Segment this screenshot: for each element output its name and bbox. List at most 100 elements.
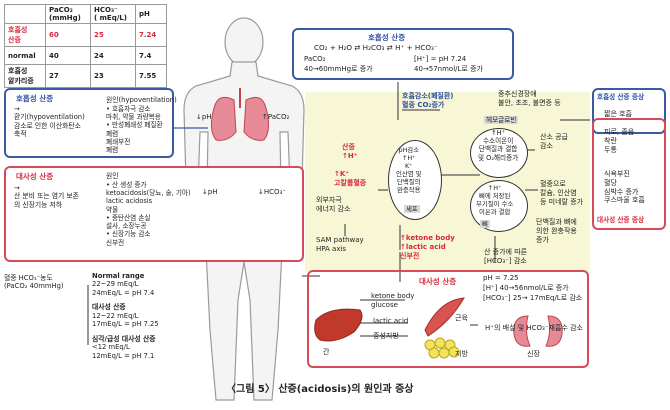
list-item: • 신장기능 감소 — [106, 230, 151, 239]
meta-symptom-box: 피로, 졸음 착란 두통 식욕부진 혈당 심박수 증가 쿠스마울 호흡 대사성 … — [592, 118, 666, 230]
table-cell: 27 — [45, 64, 91, 88]
hco3-range-list: Normal range 22~29 mEq/L 24mEq/L = pH 7.… — [92, 272, 159, 360]
list-item: lactic acidosis — [106, 197, 153, 206]
lung-ph-label: ↓pH — [196, 113, 212, 121]
list-item: • 중탄산염 손실 — [106, 213, 151, 222]
lung-paco2-label: ↑PaCO₂ — [262, 113, 290, 121]
common-symptom-list: 피로, 졸음 착란 두통 — [604, 128, 634, 154]
resp-cause-title: 원인(hypoventilation) — [106, 96, 177, 104]
list-item: • 산 생성 증가 — [106, 181, 147, 189]
range-line: 24mEq/L = pH 7.4 — [92, 288, 155, 297]
cell-badge: 세포 — [404, 205, 420, 213]
list-item: • 만성폐쇄성 폐질환 — [106, 121, 163, 130]
acidosis-label: 산증 ↑H⁺ — [342, 143, 358, 160]
protein-buffer: 단백질과 뼈에 의한 완충작용 증가 — [536, 218, 577, 244]
bicarbonate-decrease: 산 증가에 따른 [HCO₃⁻] 감소 — [484, 248, 528, 265]
bone-badge: 뼈 — [480, 220, 490, 228]
meta-fat: 중성지방 — [373, 332, 399, 340]
range-line: 12~22 mEq/L — [92, 311, 139, 320]
meta-box-title: 대사성 산증 — [16, 172, 54, 181]
mineral-increase: 혈중으로 칼슘, 인산염 등 미네랄 증가 — [540, 180, 584, 206]
list-item: 폐쇄부전 — [106, 137, 131, 146]
kidney-hco3-label: ↓HCO₃⁻ — [258, 188, 287, 196]
table-header-hco3: HCO₃⁻ ( mEq/L) — [90, 4, 136, 24]
cell-circle-text: pH감소 ↑H⁺ K⁺ 인산염 및 단백질의 완충작용 — [396, 146, 422, 194]
table-cell: 23 — [90, 64, 136, 88]
resp-box-title: 호흡성 산증 — [16, 94, 54, 103]
table-cell: 7.4 — [135, 46, 167, 65]
meta-ph: pH = 7.25 — [483, 274, 519, 282]
equation-box: 호흡성 산증 CO₂ + H₂O ⇄ H₂CO₃ ⇄ H⁺ + HCO₃⁻ Pa… — [292, 28, 514, 80]
ketone-lactic-label: ↑ketone body ↑lactic acid 신부전 — [400, 234, 455, 260]
list-item: 쿠스마울 호흡 — [604, 196, 645, 205]
list-item: 마취, 약물 과량복용 — [106, 113, 161, 122]
hemoglobin-cell-text: ↑H⁺ 수소이온이 단백질과 결합 및 O₂해리증가 — [478, 129, 519, 162]
meta-h: [H⁺] 40→56nmol/L로 증가 — [483, 284, 569, 292]
list-item: 폐렴 — [106, 146, 119, 155]
resp-cause-list: • 호흡자극 감소 마취, 약물 과량복용 • 만성폐쇄성 폐질환 폐렴 폐쇄부… — [106, 105, 163, 154]
table-cell: 40 — [45, 46, 91, 65]
list-item: ketoacidosis(당뇨, 술, 기아) — [106, 189, 191, 198]
bone-circle — [470, 180, 528, 232]
meta-acidosis-cause-box: 대사성 산증 → 산 분비 또는 염기 보존 의 신장기능 저하 원인 • 산 … — [4, 166, 304, 262]
figure-caption: 〈그림 5〉 산증(acidosis)의 원인과 증상 — [226, 384, 414, 395]
cns-symptoms: 중추신경장애 불안, 초조, 불면증 등 — [498, 90, 561, 107]
table-header-ph: pH — [135, 4, 167, 24]
list-item: 심박수 증가 — [604, 187, 639, 196]
meta-box-description: → 산 분비 또는 염기 보존 의 신장기능 저하 — [14, 184, 79, 209]
table-cell: 60 — [45, 23, 91, 47]
table-header-paco2: PaCO₂ (mmHg) — [45, 4, 91, 24]
equation-paco2-range: 40→60mmHg로 증가 — [304, 65, 373, 73]
kidney-label: 신장 — [527, 350, 540, 358]
meta-symptom-title: 대사성 산증 증상 — [597, 216, 645, 224]
equation-h-line: [H⁺] = pH 7.24 — [414, 55, 467, 63]
fat-label: 지방 — [455, 350, 468, 358]
range-line: 17mEq/L = pH 7.25 — [92, 320, 159, 329]
meta-hco3: [HCO₃⁻] 25→ 17mEq/L로 감소 — [483, 294, 583, 302]
table-header-empty — [4, 4, 46, 24]
liver-icon — [314, 308, 363, 342]
muscle-label: 근육 — [455, 314, 468, 322]
resp-symptom-box: 호흡성 산증 증상 짧은 호흡 — [592, 88, 666, 134]
meta-cause-title: 원인 — [106, 172, 119, 180]
list-item: 착란 — [604, 136, 617, 145]
range-line: 12mEq/L = pH 7.1 — [92, 351, 155, 360]
equation-box-title: 호흡성 산증 — [368, 33, 406, 42]
bone-badge-text: 뼈 — [480, 220, 490, 228]
hco3-range-label: 혈중 HCO₃⁻농도 (PaCO₂ 40mmHg) — [4, 274, 64, 291]
range-title: 대사성 산증 — [92, 303, 126, 312]
ph-table: PaCO₂ (mmHg) HCO₃⁻ ( mEq/L) pH 호흡성 산증 60… — [4, 4, 167, 88]
hyperkalemia-label: ↑K⁺ 고칼륨혈증 — [334, 170, 367, 187]
cell-badge-text: 세포 — [404, 205, 420, 213]
table-cell: 7.55 — [135, 64, 167, 88]
meta-cause-list: • 산 생성 증가 ketoacidosis(당뇨, 술, 기아) lactic… — [106, 181, 191, 247]
meta-lactic: lactic acid — [373, 317, 409, 325]
list-item: 피로, 졸음 — [604, 128, 635, 136]
list-item: 혈당 — [604, 178, 617, 187]
table-row-label: 호흡성 산증 — [4, 23, 46, 47]
range-title: 심각/급성 대사성 산증 — [92, 334, 156, 343]
table-row-label: normal — [4, 46, 46, 65]
resp-symptom-sub: 짧은 호흡 — [604, 110, 632, 118]
meta-ketone: ketone body glucose — [371, 292, 415, 309]
table-cell: 24 — [90, 46, 136, 65]
hemoglobin-cell — [470, 128, 528, 178]
list-item: • 호흡자극 감소 — [106, 105, 151, 113]
muscle-icon — [424, 297, 465, 337]
list-item: 식욕부진 — [604, 170, 630, 178]
table-row-label: 호흡성 알카리증 — [4, 64, 46, 88]
equation-h-range: 40→57nmol/L로 증가 — [414, 65, 483, 73]
liver-label: 간 — [323, 348, 330, 356]
range-line: <12 mEq/L — [92, 343, 130, 352]
equation: CO₂ + H₂O ⇄ H₂CO₃ ⇄ H⁺ + HCO₃⁻ — [314, 43, 438, 52]
kidney-ph-label: ↓pH — [202, 188, 218, 196]
list-item: 폐렴 — [106, 129, 119, 138]
resp-comp-1: 호흡감소(폐질환) — [402, 92, 454, 100]
fat-icon — [424, 337, 460, 359]
resp-comp-2: 혈중 CO₂증가 — [402, 101, 445, 109]
kidney-bottom-icon — [513, 315, 563, 347]
stress-label: 외부자극 에너지 감소 — [316, 196, 351, 213]
bone-circle-text: ↑H⁺ 뼈에 저장된 무기질이 수소 이온과 결합 — [476, 184, 514, 216]
table-cell: 25 — [90, 23, 136, 47]
meta-bottom-title: 대사성 산증 — [419, 277, 457, 286]
